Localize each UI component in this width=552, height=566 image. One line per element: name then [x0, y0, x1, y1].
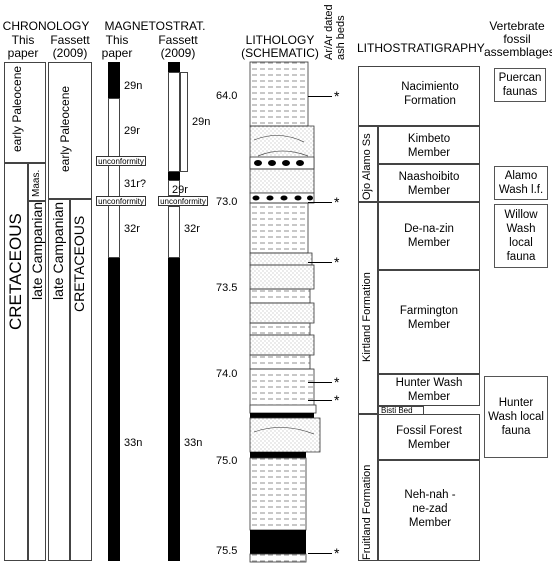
mag-this-paper-32r-label: 32r	[124, 223, 140, 235]
ash-line-6	[308, 553, 332, 554]
chron-fassett-paleocene	[48, 62, 92, 199]
mag-fassett-33n-label: 33n	[184, 437, 203, 449]
naashoibito-label: Naashoibito Member	[398, 171, 460, 197]
chron-fassett-campanian-label: late Campanian	[50, 201, 66, 300]
lithology-header: LITHOLOGY (SCHEMATIC)	[241, 33, 319, 60]
ojo-alamo-label: Ojo Alamo Ss	[361, 133, 373, 200]
mag-this-paper-29n-label: 29n	[124, 80, 143, 92]
mag-fassett-29r-black	[168, 172, 180, 180]
puercan-fauna: Puercan faunas	[494, 68, 546, 102]
ash-marker-6: *	[334, 545, 340, 561]
chron-fassett-header: Fassett (2009)	[50, 33, 90, 60]
denazin-label: De-na-zin Member	[404, 223, 454, 249]
chron-this-paper-maas	[28, 163, 46, 201]
mag-fassett-33n	[168, 258, 180, 561]
ash-beds-header: Ar/Ar dated ash beds	[323, 4, 347, 60]
fruitland-box	[358, 414, 378, 561]
mag-fassett-29n-inner	[180, 72, 188, 172]
naashoibito-box	[378, 164, 480, 202]
willow-wash-fauna: Willow Wash local fauna	[494, 204, 548, 268]
age-74-0: 74.0	[216, 368, 238, 380]
ash-line-2	[308, 202, 332, 203]
age-64-0: 64.0	[216, 90, 238, 102]
mag-fassett-29n-black	[168, 62, 180, 72]
chron-fassett-paleocene-label: early Paleocene	[58, 85, 72, 172]
mag-fassett-29r-upper	[168, 72, 180, 172]
vertebrate-header: Vertebrate fossil assemblages	[484, 19, 552, 59]
chronology-header: CHRONOLOGY	[2, 19, 90, 33]
ash-marker-3: *	[334, 254, 340, 270]
chron-fassett-campanian	[48, 199, 70, 561]
age-75-0: 75.0	[216, 455, 238, 467]
ash-line-1	[308, 96, 332, 97]
kimbeto-box	[378, 126, 480, 164]
nehnah-box	[378, 460, 480, 561]
farmington-label: Farmington Member	[399, 305, 459, 331]
fossil-forest-box	[378, 414, 480, 460]
chron-this-paper-paleocene-label: early Paleocene	[10, 65, 24, 152]
hunter-wash-label: Hunter Wash Member	[395, 377, 463, 403]
kirtland-box	[358, 202, 378, 414]
mag-fassett-29n-label: 29n	[192, 116, 211, 128]
ojo-alamo-box	[358, 126, 378, 202]
bisti-bed-label: Bisti Bed	[381, 406, 413, 415]
alamo-wash-fauna: Alamo Wash l.f.	[494, 166, 548, 200]
mag-this-paper-33n	[108, 258, 120, 561]
hunter-wash-box	[378, 374, 480, 406]
ash-marker-1: *	[334, 88, 340, 104]
chron-this-paper-maas-label: Maas.	[31, 169, 42, 197]
mag-fassett-header: Fassett (2009)	[158, 33, 198, 60]
fruitland-label: Fruitland Formation	[361, 464, 373, 560]
kimbeto-label: Kimbeto Member	[407, 133, 451, 159]
chron-fassett-cretaceous	[70, 199, 92, 561]
mag-fassett-32r	[168, 206, 180, 258]
mag-this-paper-33n-label: 33n	[124, 437, 143, 449]
chron-this-paper-campanian	[28, 201, 46, 561]
chron-fassett-cretaceous-label: CRETACEOUS	[71, 215, 87, 312]
lithology-column	[249, 61, 321, 563]
unconformity-this-paper-upper: unconformity	[96, 156, 146, 166]
magnetostrat-header: MAGNETOSTRAT.	[104, 19, 206, 33]
chron-this-paper-cretaceous-label: CRETACEOUS	[6, 213, 25, 330]
age-73-0: 73.0	[216, 196, 238, 208]
chron-this-paper-paleocene	[4, 62, 46, 163]
mag-fassett-32r-label: 32r	[184, 223, 200, 235]
mag-this-paper-header: This paper	[101, 33, 133, 60]
fossil-forest-label: Fossil Forest Member	[396, 425, 462, 451]
unconformity-this-paper-lower: unconformity	[96, 196, 146, 206]
mag-this-paper-29n-black	[108, 72, 120, 98]
nacimiento-label: Nacimiento Formation	[401, 81, 459, 107]
mag-this-paper-29r	[108, 98, 120, 258]
nehnah-label: Neh-nah -ne-zad Member	[404, 489, 456, 529]
chron-this-paper-cretaceous	[4, 163, 28, 561]
ash-marker-4: *	[334, 374, 340, 390]
farmington-box	[378, 270, 480, 374]
mag-this-paper-29r-label: 29r	[124, 125, 140, 137]
hunter-wash-fauna: Hunter Wash local fauna	[484, 376, 548, 458]
mag-fassett-29r-label: 29r	[172, 184, 188, 196]
mag-this-paper-29n-fill	[108, 62, 120, 72]
ash-line-5	[308, 400, 332, 401]
nacimiento-box	[358, 66, 480, 126]
unconformity-fassett: unconformity	[158, 196, 208, 206]
ash-line-4	[308, 382, 332, 383]
ash-line-3	[308, 262, 332, 263]
denazin-box	[378, 202, 480, 270]
age-75-5: 75.5	[216, 545, 238, 557]
age-73-5: 73.5	[216, 282, 238, 294]
chron-this-paper-header: This paper	[7, 33, 39, 60]
ash-marker-5: *	[334, 392, 340, 408]
mag-this-paper-31r-label: 31r?	[124, 178, 147, 190]
chron-this-paper-campanian-label: late Campanian	[29, 201, 45, 300]
mag-fassett-29r-lower	[168, 180, 180, 196]
kirtland-label: Kirtland Formation	[361, 272, 373, 362]
ash-marker-2: *	[334, 194, 340, 210]
lithostratigraphy-header: LITHOSTRATIGRAPHY	[357, 41, 485, 55]
